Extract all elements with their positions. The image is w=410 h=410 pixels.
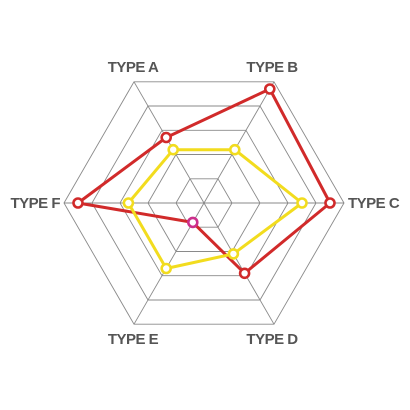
series-2: [122, 143, 308, 275]
series-1-point-type-d: [238, 267, 251, 280]
axis-spoke-2: [203, 81, 275, 204]
axis-labels: TYPE A TYPE B TYPE C TYPE D TYPE E TYPE …: [10, 59, 400, 348]
axis-label-type-c: TYPE C: [348, 195, 400, 212]
series-1-point-type-b: [263, 83, 276, 95]
series-1-point-type-f: [72, 197, 84, 209]
series-2-point-type-b: [229, 143, 241, 156]
series-2-point-type-d: [227, 248, 240, 260]
series-1-point-type-e: [187, 216, 199, 229]
series-2-point-type-f: [122, 197, 135, 209]
series-1-point-type-a: [160, 131, 172, 144]
axis-label-type-e: TYPE E: [108, 331, 159, 348]
series-1-point-type-c: [324, 197, 336, 209]
series-2-point-type-e: [160, 262, 172, 275]
series-layer: [72, 83, 336, 280]
axis-label-type-b: TYPE B: [246, 59, 298, 76]
series-2-point-type-c: [296, 197, 308, 209]
series-1: [72, 83, 336, 280]
series-2-line: [126, 148, 304, 270]
series-1-line: [76, 87, 332, 275]
series-2-point-type-a: [167, 143, 179, 156]
axis-label-type-f: TYPE F: [10, 195, 60, 212]
axis-label-type-d: TYPE D: [246, 331, 298, 348]
axis-spoke-4: [203, 202, 275, 325]
axis-label-type-a: TYPE A: [108, 59, 159, 76]
